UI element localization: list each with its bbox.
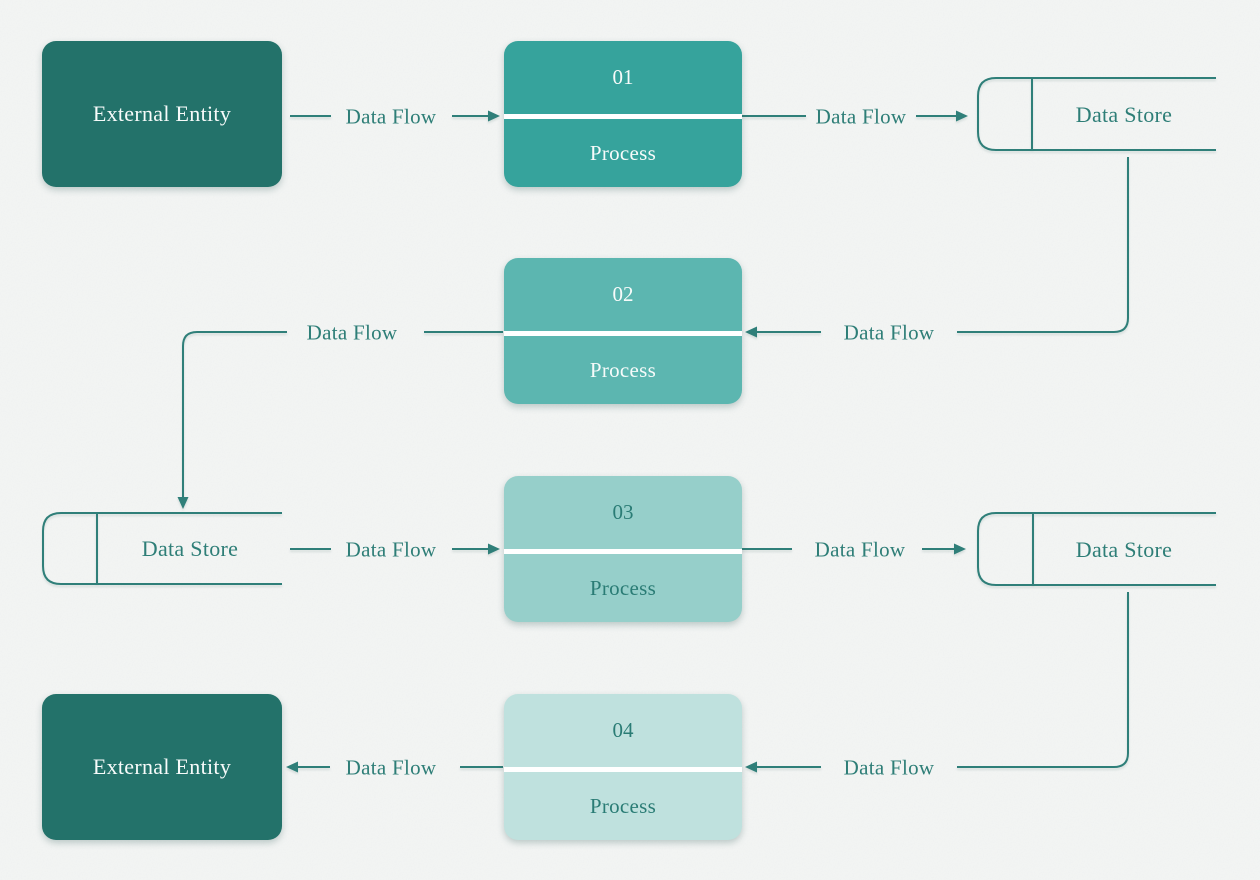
process-divider [504, 114, 742, 119]
arrowhead-left-icon [745, 326, 757, 338]
data-store-bottom-right-label: Data Store [1075, 537, 1173, 562]
process-02: 02 Process [504, 258, 742, 404]
data-store-shape [977, 77, 1216, 151]
flow-label: Data Flow [345, 537, 437, 562]
process-number: 04 [612, 718, 634, 742]
arrowhead-left-icon [286, 761, 298, 773]
flow-label: Data Flow [306, 320, 398, 345]
process-label: Process [589, 575, 657, 600]
arrowhead-right-icon [954, 543, 966, 555]
flow-elbow [182, 331, 287, 497]
external-entity-top: External Entity [42, 41, 282, 187]
process-number: 01 [612, 65, 634, 89]
external-entity-label: External Entity [92, 754, 232, 779]
external-entity-label: External Entity [92, 101, 232, 126]
data-store-top-right-label: Data Store [1075, 102, 1173, 127]
process-label: Process [589, 357, 657, 382]
external-entity-bottom: External Entity [42, 694, 282, 840]
arrowhead-down-icon [177, 497, 189, 509]
flow-elbow [957, 592, 1129, 768]
flow-elbow [957, 157, 1129, 333]
data-store-left-label: Data Store [141, 536, 239, 561]
flow-label: Data Flow [345, 755, 437, 780]
process-divider [504, 767, 742, 772]
process-label: Process [589, 793, 657, 818]
data-store-shape [977, 512, 1216, 586]
process-01: 01 Process [504, 41, 742, 187]
data-store-shape [42, 512, 282, 585]
arrowhead-right-icon [488, 110, 500, 122]
process-divider [504, 331, 742, 336]
flow-label: Data Flow [345, 104, 437, 129]
flow-label: Data Flow [814, 537, 906, 562]
process-divider [504, 549, 742, 554]
flow-label: Data Flow [843, 320, 935, 345]
flow-label: Data Flow [815, 104, 907, 129]
process-03: 03 Process [504, 476, 742, 622]
process-04: 04 Process [504, 694, 742, 840]
process-number: 02 [612, 282, 634, 306]
arrowhead-right-icon [956, 110, 968, 122]
flow-label: Data Flow [843, 755, 935, 780]
arrowhead-right-icon [488, 543, 500, 555]
process-number: 03 [612, 500, 634, 524]
arrowhead-left-icon [745, 761, 757, 773]
process-label: Process [589, 140, 657, 165]
